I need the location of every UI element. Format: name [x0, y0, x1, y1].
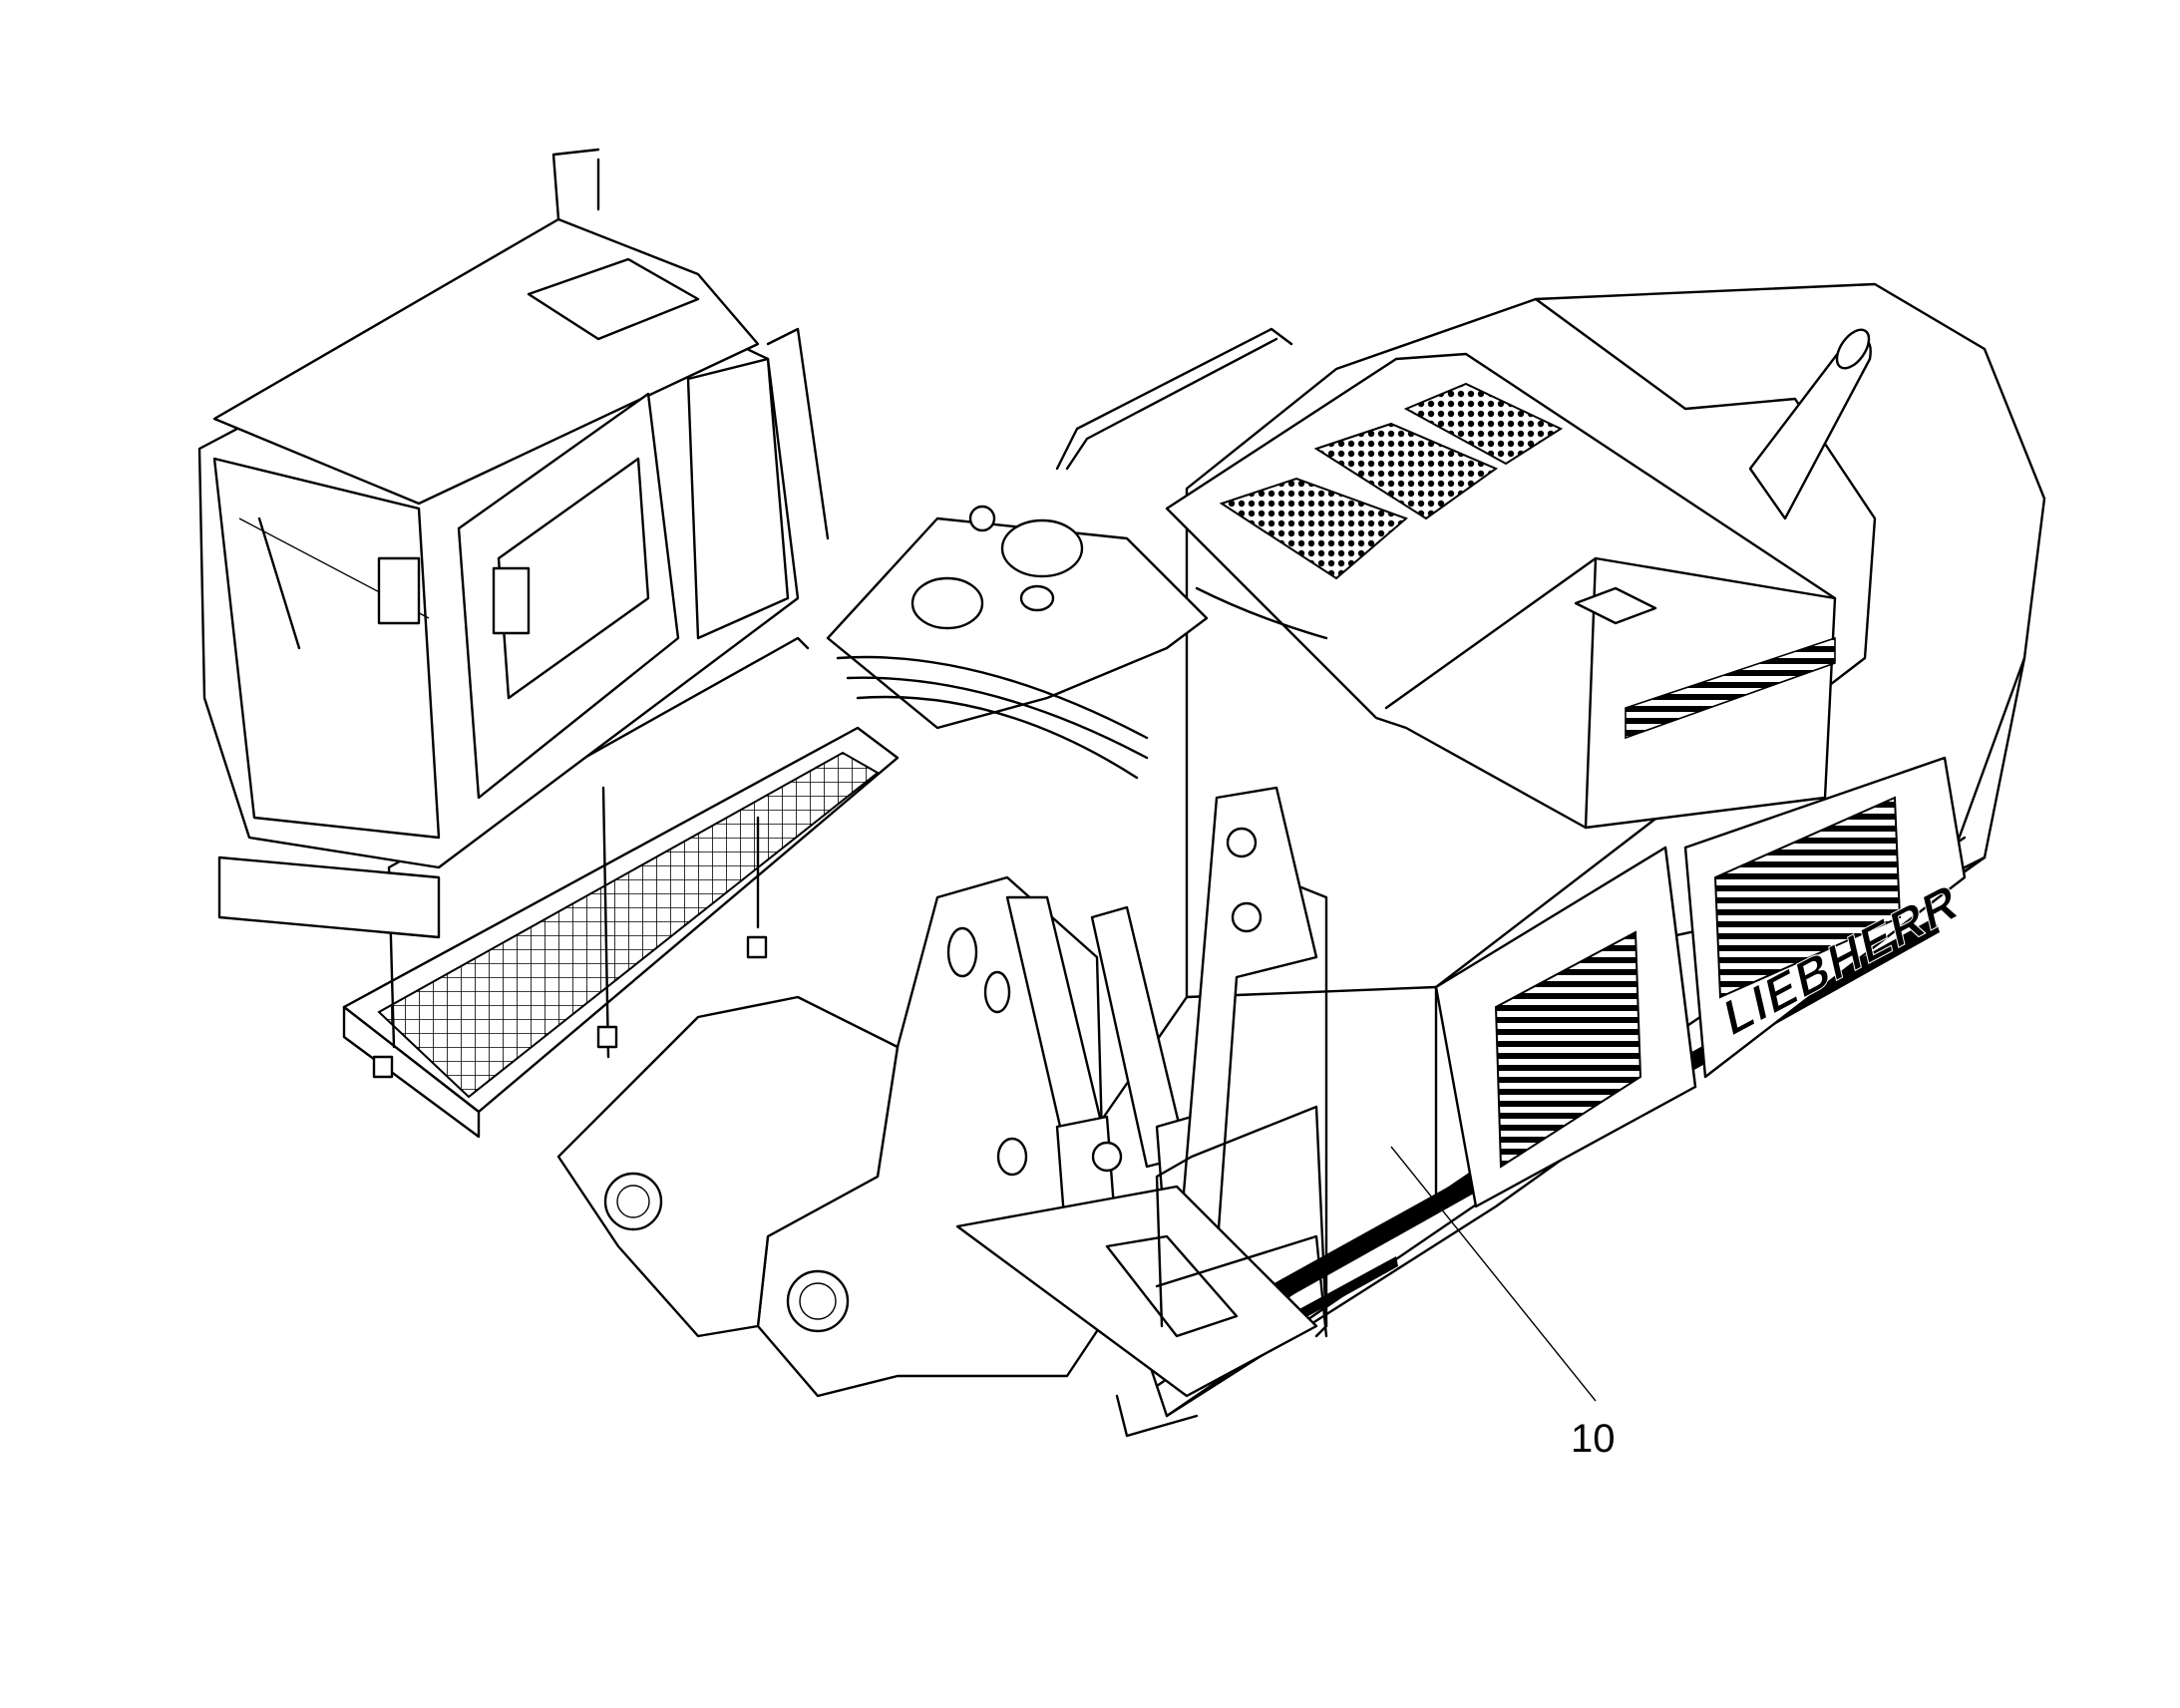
tank-area	[826, 505, 1209, 780]
callout-leader-line	[1390, 1146, 1597, 1402]
side-louvre-right	[1713, 796, 1902, 999]
front-step-platform	[955, 1185, 1328, 1398]
callout-label: 10	[1571, 1417, 1616, 1461]
hood-slot-vents	[1625, 636, 1836, 740]
housing-top-handrail	[1055, 327, 1293, 471]
hood-grille-3	[1403, 382, 1564, 466]
hood-grille-2	[1313, 422, 1499, 520]
operator-cab	[197, 148, 830, 939]
hood-grille-1	[1219, 477, 1408, 580]
callout-10: 10	[1390, 1146, 1616, 1461]
catwalk	[342, 636, 900, 1139]
engine-hood	[1165, 352, 1837, 830]
front-handrail	[1115, 885, 1328, 1438]
side-louvre-left	[1494, 930, 1642, 1169]
front-bracket	[1175, 786, 1318, 1278]
exhaust-pipe	[1748, 328, 1872, 520]
